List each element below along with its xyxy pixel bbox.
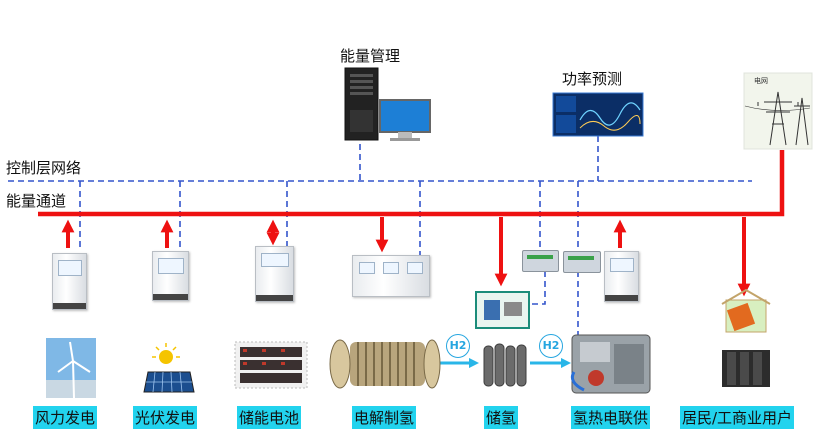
energy-management-label: 能量管理 [340,47,401,65]
solar-panel-icon [143,343,195,393]
energy-arrows [61,217,751,297]
network-switch-1 [522,250,559,272]
storage-pcs-cabinet [255,246,294,302]
forecast-dashboard-icon [552,92,644,137]
grid-sign-label: 电网 [754,77,768,85]
control-link-h2storage [531,271,546,305]
fuel-cell-chp-icon [570,334,651,394]
server-icon [344,67,379,141]
caption-users: 居民/工商业用户 [680,406,795,429]
monitor-icon [379,99,431,141]
pv-inverter-cabinet [152,251,189,301]
caption-pv: 光伏发电 [133,406,198,429]
caption-storage: 储能电池 [237,406,302,429]
h2-badge-1: H2 [446,334,470,358]
hydrogen-cylinders-icon [483,343,527,387]
h2-badge-2: H2 [539,334,563,358]
h2-storage-equipment-icon [475,291,530,329]
electrolyzer-power-cabinet [352,255,430,297]
electrolyzer-icon [329,339,441,389]
battery-rack-icon [234,341,308,389]
caption-h2-storage: 储氢 [484,406,519,429]
caption-wind: 风力发电 [33,406,98,429]
wind-converter-cabinet [52,253,87,310]
control-network-label: 控制层网络 [6,159,82,177]
network-switch-2 [563,251,601,273]
chp-converter-cabinet [604,251,639,302]
house-icon [721,288,771,333]
energy-channel-lines [38,150,785,217]
energy-channel-label: 能量通道 [6,192,67,210]
caption-electrolysis: 电解制氢 [352,406,417,429]
industrial-building-icon [722,350,770,387]
grid-tower-icon [743,72,813,150]
wind-turbine-icon [46,338,96,399]
power-forecast-label: 功率预测 [562,70,623,88]
energy-bus [38,150,785,217]
caption-chp: 氢热电联供 [571,406,651,429]
